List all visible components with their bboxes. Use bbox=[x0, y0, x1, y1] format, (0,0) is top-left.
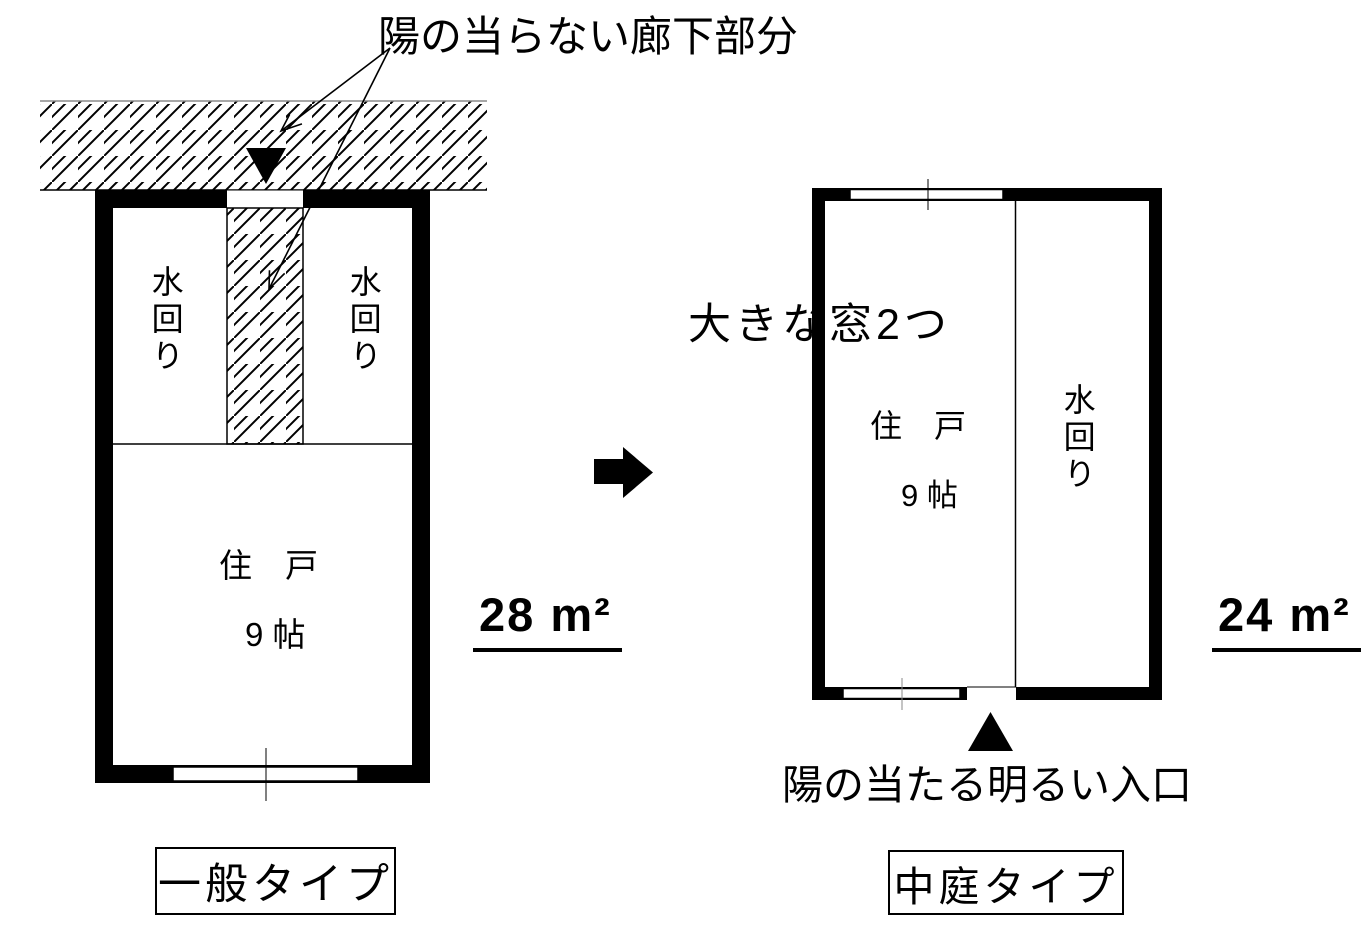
left-entrance-arrow-icon bbox=[246, 148, 286, 184]
right-top-window bbox=[849, 188, 1004, 201]
windows-note-label: 大きな窓2つ bbox=[688, 301, 951, 349]
corridor-note-label: 陽の当らない廊下部分 bbox=[378, 13, 799, 60]
left-type-label: 一般タイプ bbox=[158, 861, 393, 909]
entrance-note-label: 陽の当たる明るい入口 bbox=[782, 762, 1192, 808]
right-type-label: 中庭タイプ bbox=[893, 863, 1119, 910]
right-type-box: 中庭タイプ bbox=[888, 850, 1124, 915]
left-unit-size-label: 9 帖 bbox=[245, 616, 306, 653]
left-water-area-left-label: 水回り bbox=[147, 265, 184, 376]
left-type-box: 一般タイプ bbox=[155, 847, 396, 915]
left-entrance-gap bbox=[227, 190, 303, 208]
corridor-note-leader-1 bbox=[279, 47, 391, 133]
left-water-area-right-label: 水回り bbox=[345, 265, 382, 376]
corridor-note-leader-2 bbox=[268, 47, 391, 291]
left-unit-name-label: 住 戸 bbox=[219, 547, 318, 584]
right-area-label: 24 m² bbox=[1212, 590, 1361, 653]
right-entrance-arrow-icon bbox=[968, 712, 1013, 751]
left-area-label: 28 m² bbox=[473, 590, 622, 653]
right-water-area-label: 水回り bbox=[1059, 383, 1096, 494]
right-unit-interior bbox=[825, 201, 1149, 687]
right-unit-size-label: 9 帖 bbox=[901, 478, 958, 513]
right-unit-name-label: 住 戸 bbox=[870, 408, 967, 444]
transform-arrow-icon bbox=[594, 447, 653, 498]
right-entrance-gap bbox=[967, 687, 1016, 700]
